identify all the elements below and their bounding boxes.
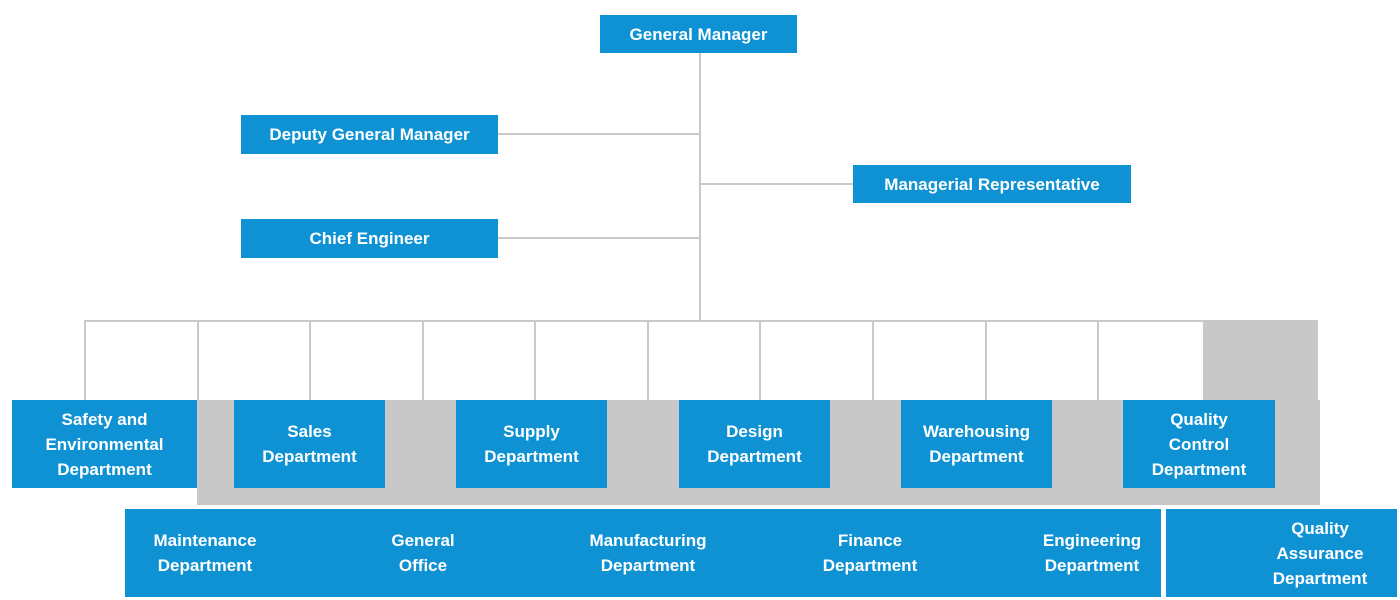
node-warehousing-department: Warehousing Department — [901, 400, 1052, 488]
node-design-department: Design Department — [679, 400, 830, 488]
gray-connector-block-quality — [1203, 320, 1318, 402]
connector-drop-safety-environmental — [84, 322, 86, 400]
connector-drop-sales — [309, 322, 311, 400]
connector-drop-supply — [534, 322, 536, 400]
connector-drop-maintenance — [197, 322, 199, 400]
node-deputy-general-manager: Deputy General Manager — [241, 115, 498, 154]
connector-drop-general-office — [422, 322, 424, 400]
node-safety-environmental-department: Safety and Environmental Department — [12, 400, 197, 488]
bottom-department-band — [125, 509, 1161, 597]
connector-drop-warehousing — [985, 322, 987, 400]
connector-drop-engineering — [1097, 322, 1099, 400]
connector-drop-finance — [872, 322, 874, 400]
label-general-office: General Office — [391, 531, 455, 575]
connector-deputy-general-manager — [498, 133, 700, 135]
connector-drop-design — [759, 322, 761, 400]
connector-horizontal-departments — [84, 320, 1318, 322]
node-quality-assurance-department — [1166, 509, 1397, 597]
node-general-manager: General Manager — [600, 15, 797, 53]
connector-vertical-main — [699, 53, 701, 322]
node-sales-department: Sales Department — [234, 400, 385, 488]
connector-drop-manufacturing — [647, 322, 649, 400]
connector-managerial-representative — [700, 183, 853, 185]
node-supply-department: Supply Department — [456, 400, 607, 488]
label-quality-assurance-department: Quality Assurance Department — [1272, 518, 1368, 588]
connector-chief-engineer — [498, 237, 700, 239]
label-engineering-department: Engineering Department — [1042, 531, 1142, 575]
node-managerial-representative: Managerial Representative — [853, 165, 1131, 203]
label-manufacturing-department: Manufacturing Department — [589, 531, 707, 575]
label-finance-department: Finance Department — [822, 531, 918, 575]
node-quality-control-department: Quality Control Department — [1123, 400, 1275, 488]
node-chief-engineer: Chief Engineer — [241, 219, 498, 258]
label-maintenance-department: Maintenance Department — [153, 531, 257, 575]
